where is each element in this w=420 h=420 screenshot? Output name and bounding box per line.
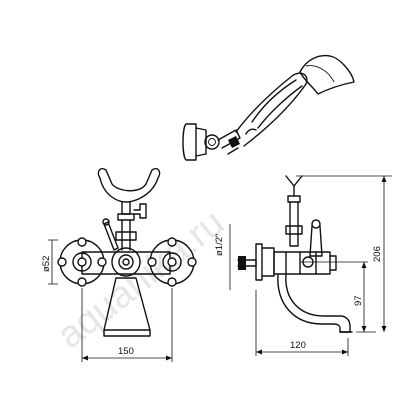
center-boss bbox=[111, 247, 141, 277]
shower-head bbox=[299, 54, 355, 95]
dim-outlet-diameter: ø52 bbox=[41, 256, 52, 272]
front-view: ø52 150 bbox=[41, 168, 197, 362]
hand-shower bbox=[182, 54, 355, 161]
side-spout bbox=[277, 273, 351, 333]
shower-holder-fork bbox=[97, 168, 161, 203]
dim-spout-reach: 120 bbox=[290, 340, 306, 351]
side-view: ø1/2" 120 97 206 bbox=[214, 175, 392, 356]
dim-spout-height: 97 bbox=[353, 295, 364, 306]
side-holder bbox=[285, 175, 303, 197]
dim-total-height: 206 bbox=[372, 246, 383, 262]
watermark-text: aquanika.ru bbox=[50, 202, 232, 357]
shower-handle bbox=[235, 72, 308, 147]
wall-bracket bbox=[182, 123, 197, 161]
dim-center-distance: 150 bbox=[118, 346, 134, 357]
dim-inlet-thread: ø1/2" bbox=[214, 234, 225, 256]
